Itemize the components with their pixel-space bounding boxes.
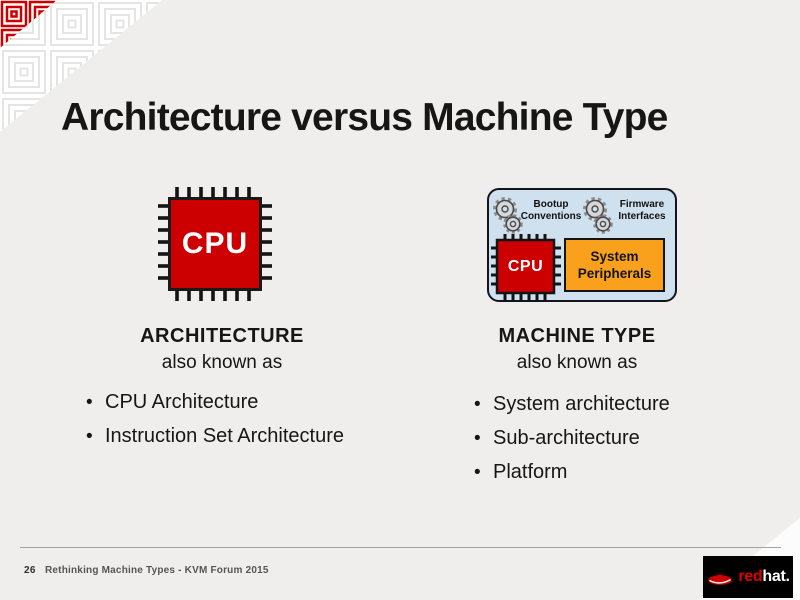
cpu-chip-icon: CPU xyxy=(158,187,272,301)
machine-type-diagram: Bootup Conventions Firmware Interfaces C… xyxy=(487,188,677,302)
logo-wordmark-hat: hat. xyxy=(762,568,790,585)
gears-icon xyxy=(493,197,523,234)
machine-type-heading-block: MACHINE TYPE also known as xyxy=(435,325,719,374)
architecture-heading: ARCHITECTURE xyxy=(140,325,304,347)
firmware-interfaces-label: Firmware Interfaces xyxy=(618,199,666,222)
system-peripherals-label: System Peripherals xyxy=(577,248,652,281)
diagram-cpu-chip-graphic xyxy=(491,234,561,300)
cpu-chip-label: CPU xyxy=(181,227,249,260)
diagram-cpu-chip: CPU xyxy=(491,234,561,300)
footer-deck-title: Rethinking Machine Types - KVM Forum 201… xyxy=(45,565,269,576)
cpu-chip-graphic xyxy=(158,187,272,301)
machine-type-bullet-list: System architecture Sub-architecture Pla… xyxy=(472,394,670,496)
list-item: CPU Architecture xyxy=(84,392,344,414)
system-peripherals-box: System Peripherals xyxy=(564,238,665,292)
logo-wordmark: redhat. xyxy=(738,568,790,585)
list-item: Instruction Set Architecture xyxy=(84,426,344,448)
architecture-bullet-list: CPU Architecture Instruction Set Archite… xyxy=(84,392,344,460)
architecture-subheading: also known as xyxy=(161,352,283,373)
top-left-corner-pattern xyxy=(0,0,162,132)
architecture-heading-block: ARCHITECTURE also known as xyxy=(80,325,364,374)
redhat-logo: redhat. xyxy=(703,556,793,598)
footer-divider xyxy=(20,547,781,548)
bootup-conventions-label: Bootup Conventions xyxy=(520,199,582,222)
machine-type-subheading: also known as xyxy=(516,352,638,373)
slide-title: Architecture versus Machine Type xyxy=(61,96,668,140)
page-number: 26 xyxy=(24,565,36,576)
diagram-cpu-label: CPU xyxy=(507,257,544,275)
gears-icon xyxy=(583,197,613,234)
logo-wordmark-red: red xyxy=(738,568,763,585)
machine-type-heading: MACHINE TYPE xyxy=(498,325,656,347)
list-item: Platform xyxy=(472,462,670,484)
list-item: System architecture xyxy=(472,394,670,416)
fedora-icon xyxy=(708,574,733,585)
list-item: Sub-architecture xyxy=(472,428,670,450)
